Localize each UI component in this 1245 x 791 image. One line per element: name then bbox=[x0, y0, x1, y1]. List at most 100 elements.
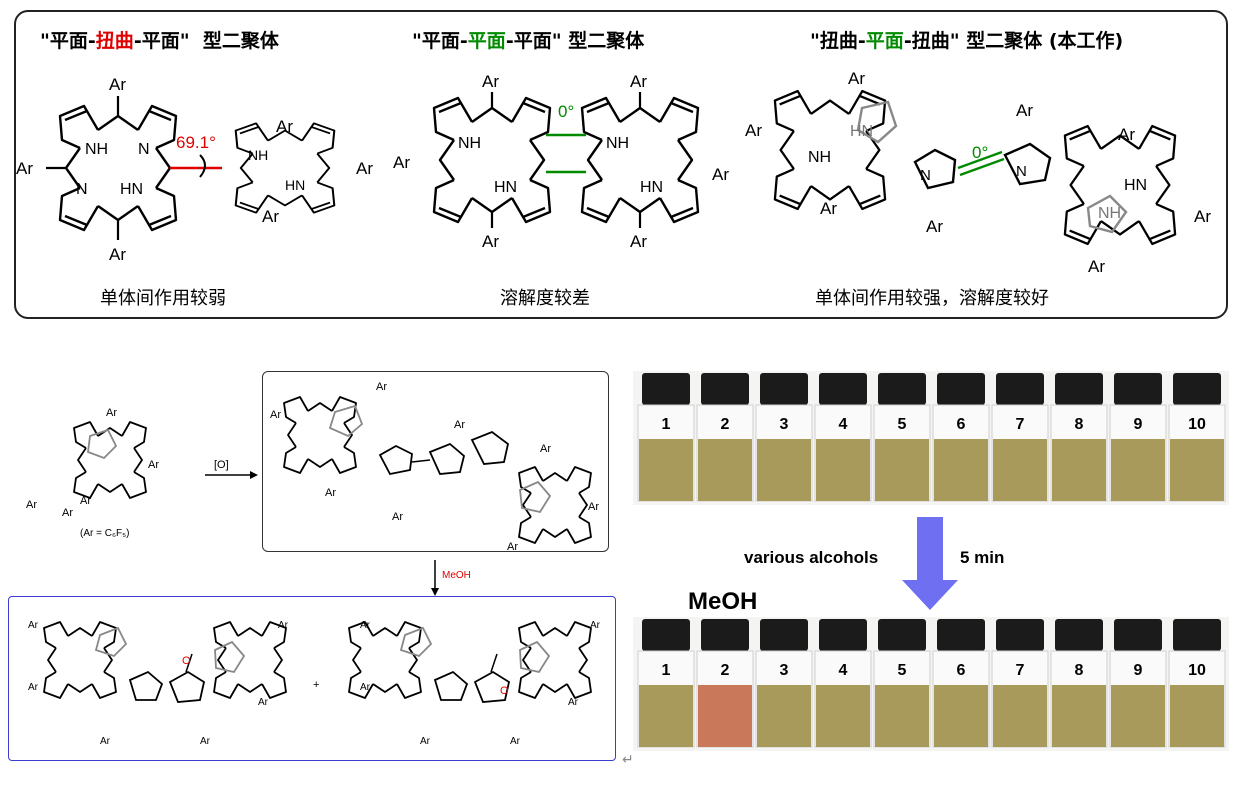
return-arrow-icon: ↵ bbox=[622, 752, 634, 768]
dihedral-angle-label: 0° bbox=[972, 143, 988, 162]
ar-label: Ar bbox=[712, 165, 729, 184]
ar-label: Ar bbox=[26, 499, 37, 511]
ar-label: Ar bbox=[200, 736, 211, 747]
ar-label: Ar bbox=[1194, 207, 1211, 226]
vial-cap bbox=[642, 373, 690, 405]
ar-label: Ar bbox=[62, 507, 73, 519]
ar-label: Ar bbox=[360, 620, 371, 631]
ar-label: Ar bbox=[590, 620, 601, 631]
vial-number: 7 bbox=[1016, 416, 1025, 433]
vial-cap bbox=[1055, 619, 1103, 651]
vial-number: 4 bbox=[839, 662, 848, 679]
vial-cap bbox=[760, 619, 808, 651]
vial-solution bbox=[1111, 685, 1165, 747]
vial-cap bbox=[937, 373, 985, 405]
vial-solution bbox=[875, 685, 929, 747]
nh-label: HN bbox=[850, 123, 873, 140]
vial-solution bbox=[698, 439, 752, 501]
methoxy-o-label: O bbox=[500, 685, 509, 697]
title-planar-twisted-planar: "平面-扭曲-平面" 型二聚体 bbox=[40, 30, 279, 52]
title-twisted-planar-twisted: "扭曲-平面-扭曲" 型二聚体 (本工作) bbox=[810, 30, 1124, 52]
structure-planar-twisted-planar: Ar Ar Ar NH HN N N bbox=[16, 75, 178, 264]
plus-sign: + bbox=[313, 679, 319, 691]
scheme-svg: Ar Ar Ar Ar Ar (Ar = C₆F₅) [O] Ar Ar Ar … bbox=[26, 381, 601, 747]
vial-number: 6 bbox=[957, 662, 966, 679]
methoxy-o-label: O bbox=[182, 655, 191, 667]
vial-number: 3 bbox=[780, 416, 789, 433]
methanol-adduct-box bbox=[8, 596, 616, 761]
ar-label: Ar bbox=[482, 72, 499, 91]
nh-label: NH bbox=[1098, 205, 1121, 222]
nh-label: NH bbox=[248, 147, 268, 163]
vial-number: 9 bbox=[1134, 416, 1143, 433]
time-label: 5 min bbox=[960, 548, 1005, 567]
various-alcohols-label: various alcohols bbox=[744, 548, 879, 567]
n-label: N bbox=[76, 181, 88, 198]
vial-cap bbox=[819, 619, 867, 651]
vial-solution bbox=[757, 439, 811, 501]
ar-label: Ar bbox=[258, 697, 269, 708]
ar-label: Ar bbox=[392, 511, 403, 523]
vial-cap bbox=[1114, 373, 1162, 405]
vial-solution bbox=[1052, 685, 1106, 747]
nh-label: NH bbox=[85, 141, 108, 158]
vial-solution bbox=[875, 439, 929, 501]
ar-label: Ar bbox=[1118, 125, 1135, 144]
ar-label: Ar bbox=[16, 159, 33, 178]
vial-solution bbox=[1170, 685, 1224, 747]
vial-solution bbox=[816, 439, 870, 501]
ar-label: Ar bbox=[100, 736, 111, 747]
oxidized-product-box bbox=[262, 371, 609, 552]
ar-label: Ar bbox=[482, 232, 499, 251]
vial-solution bbox=[639, 439, 693, 501]
methanol-adduct-2: O Ar Ar Ar Ar Ar Ar bbox=[348, 620, 601, 747]
vial-solution bbox=[1170, 439, 1224, 501]
vial-cap bbox=[878, 619, 926, 651]
nh-label: NH bbox=[808, 149, 831, 166]
vial-cap bbox=[642, 619, 690, 651]
ar-label: Ar bbox=[109, 245, 126, 264]
ar-label: Ar bbox=[106, 407, 117, 419]
vial-cap bbox=[1055, 373, 1103, 405]
ar-label: Ar bbox=[926, 217, 943, 236]
n-label: N bbox=[1016, 163, 1027, 180]
vial-number: 10 bbox=[1188, 416, 1206, 433]
ar-label: Ar bbox=[148, 459, 159, 471]
ar-label: Ar bbox=[360, 682, 371, 693]
hn-label: HN bbox=[640, 179, 663, 196]
vial-number: 9 bbox=[1134, 662, 1143, 679]
vial-number: 10 bbox=[1188, 662, 1206, 679]
vial-cap bbox=[1173, 373, 1221, 405]
vial-number: 7 bbox=[1016, 662, 1025, 679]
dihedral-angle-label: 0° bbox=[558, 102, 574, 121]
ar-label: Ar bbox=[28, 682, 39, 693]
vial-number: 3 bbox=[780, 662, 789, 679]
vial-number: 1 bbox=[662, 662, 671, 679]
vial-solution bbox=[639, 685, 693, 747]
structure-planar-planar-planar: 0° Ar Ar Ar Ar Ar Ar NH HN NH HN bbox=[393, 72, 729, 251]
ar-label: Ar bbox=[1016, 101, 1033, 120]
vial-number: 1 bbox=[662, 416, 671, 433]
hn-label: HN bbox=[1124, 177, 1147, 194]
ar-label: Ar bbox=[109, 75, 126, 94]
vial-number: 8 bbox=[1075, 662, 1084, 679]
ar-label: Ar bbox=[848, 69, 865, 88]
vial-solution bbox=[993, 439, 1047, 501]
ar-label: Ar bbox=[356, 159, 373, 178]
vial-cap bbox=[819, 373, 867, 405]
vial-cap bbox=[701, 619, 749, 651]
ar-label: Ar bbox=[1088, 257, 1105, 276]
vial-cap bbox=[1114, 619, 1162, 651]
dihedral-angle-label: 69.1° bbox=[176, 133, 216, 152]
ar-label: Ar bbox=[393, 153, 410, 172]
vial-solution bbox=[934, 439, 988, 501]
ar-label: Ar bbox=[262, 207, 279, 226]
ar-label: Ar bbox=[568, 697, 579, 708]
vial-solution bbox=[1111, 439, 1165, 501]
vial-cap bbox=[996, 373, 1044, 405]
vial-cap bbox=[760, 373, 808, 405]
vial-cap bbox=[701, 373, 749, 405]
ar-label: Ar bbox=[28, 620, 39, 631]
ar-label: Ar bbox=[745, 121, 762, 140]
